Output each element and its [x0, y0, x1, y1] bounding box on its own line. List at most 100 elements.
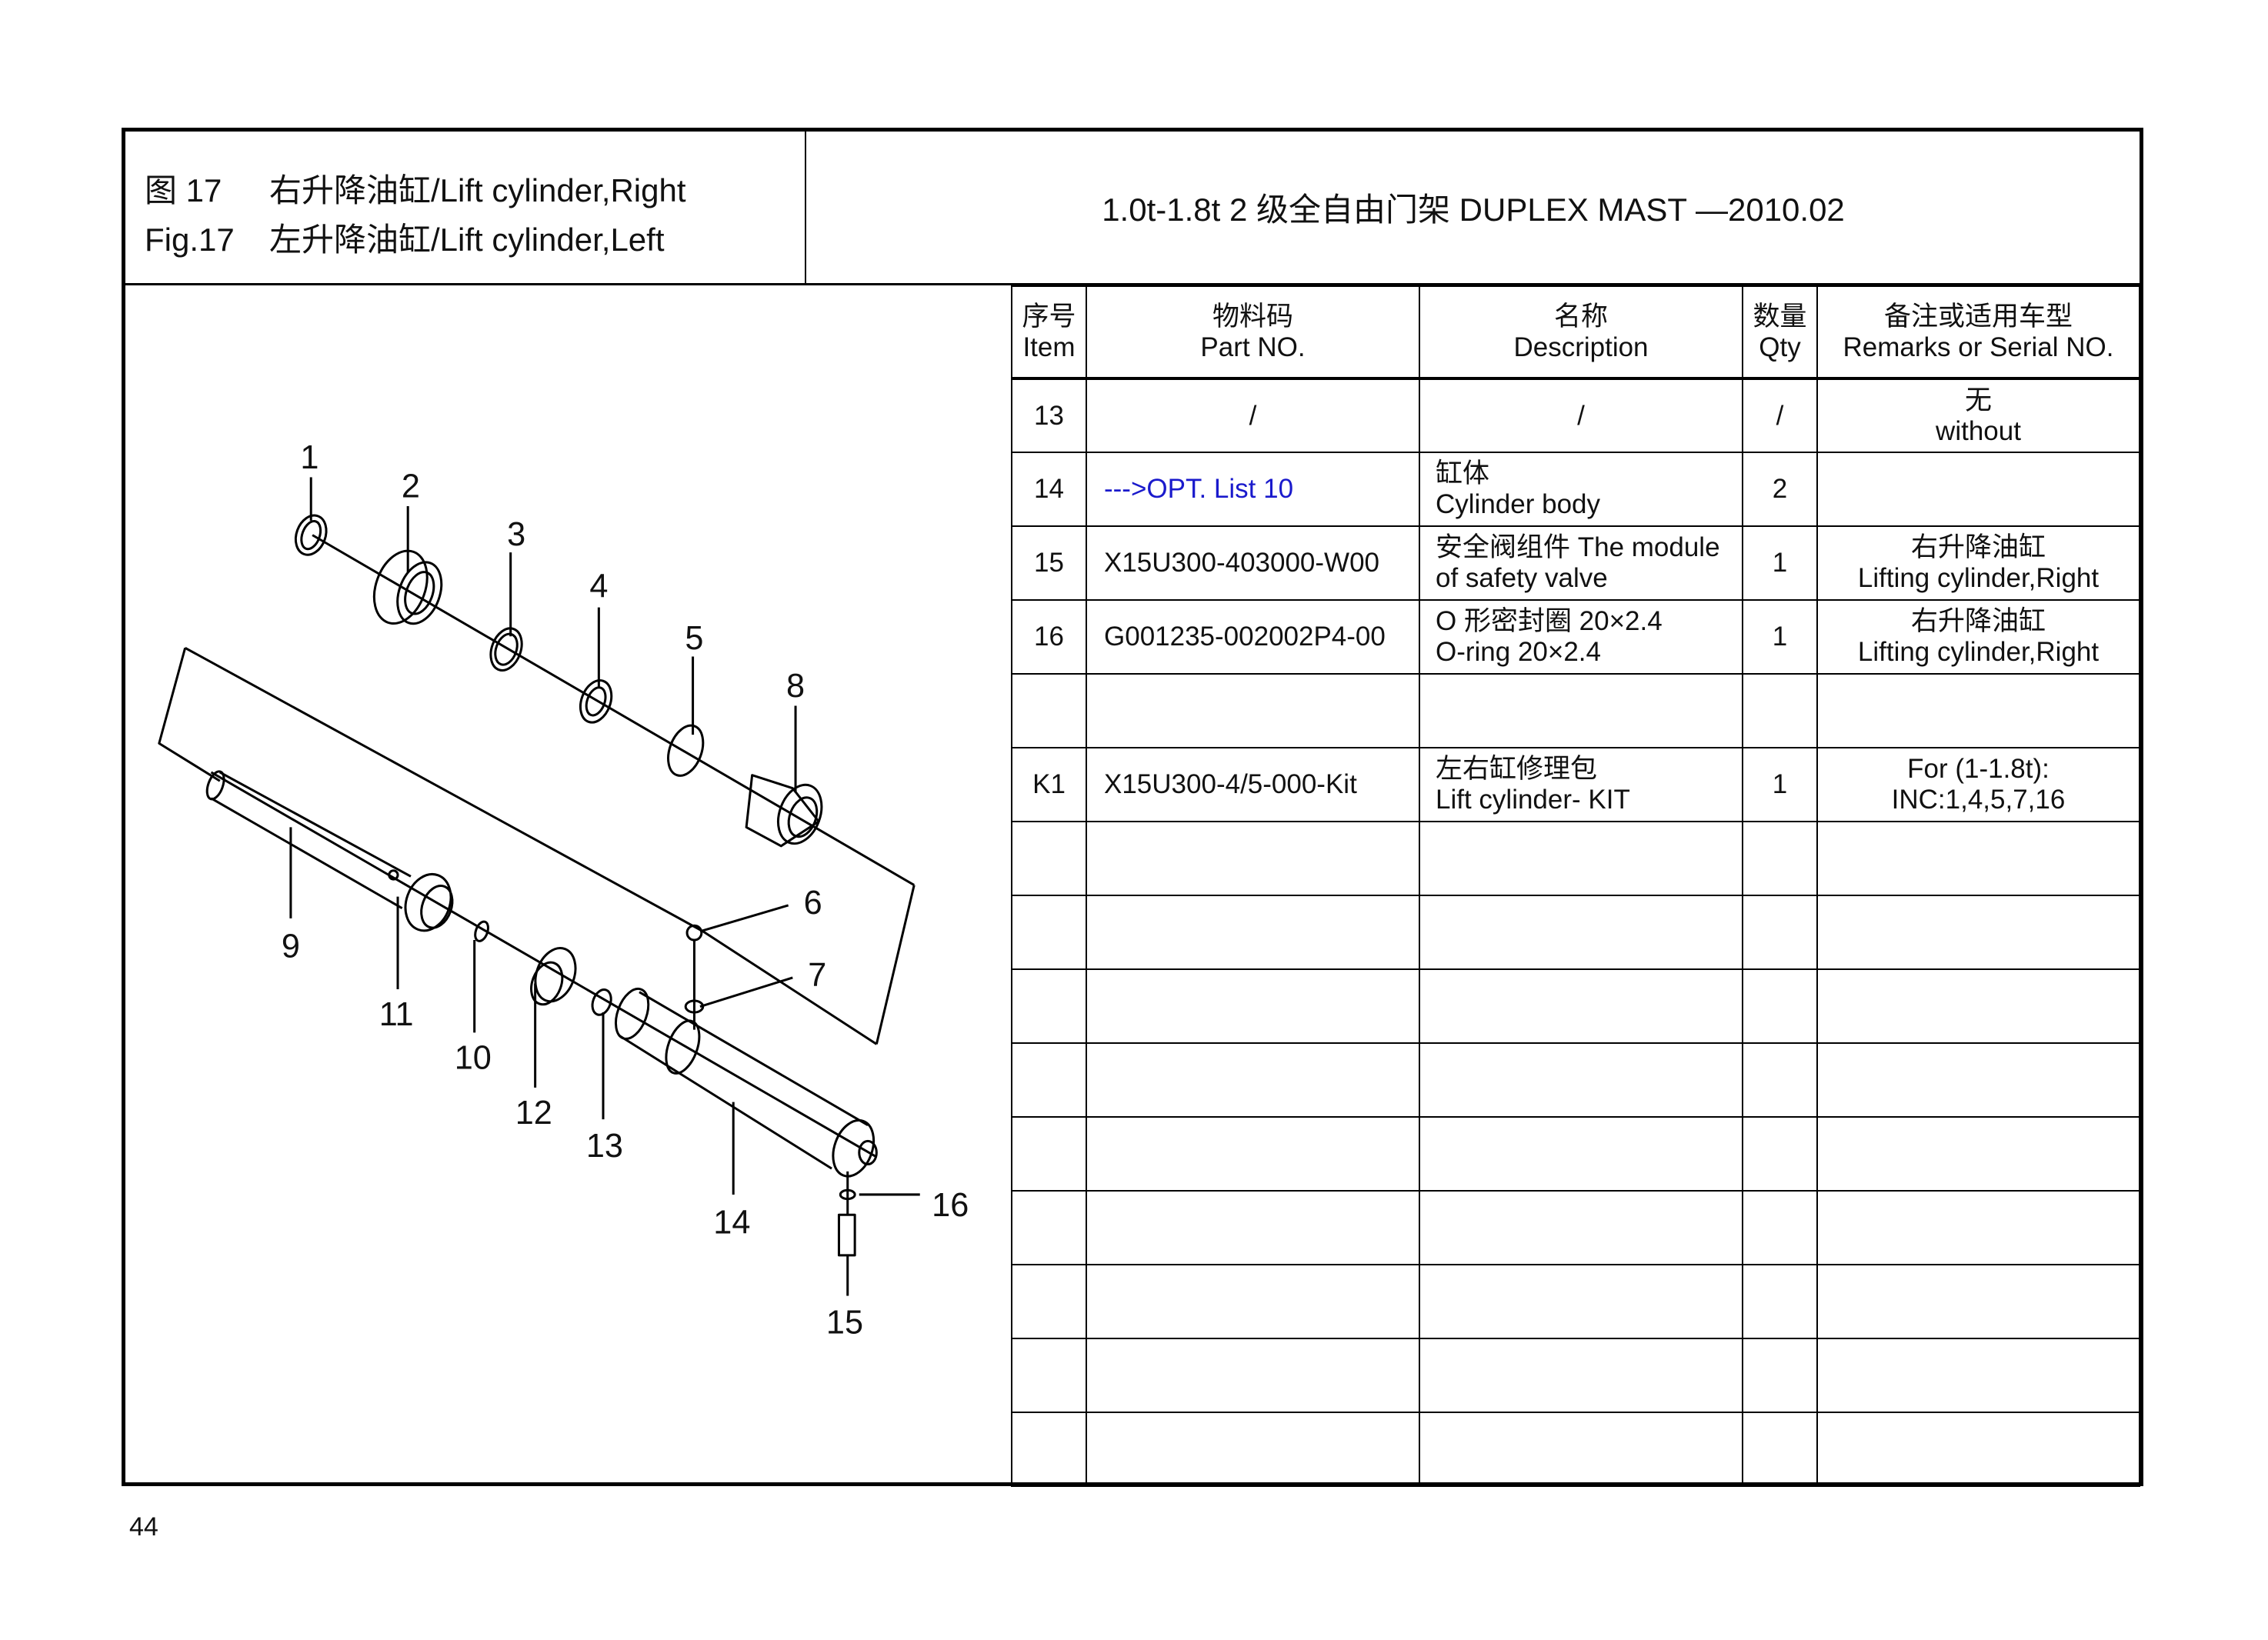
table-row: [1011, 821, 2140, 896]
part-no-cell: X15U300-403000-W00: [1086, 525, 1420, 601]
callout-4: 4: [589, 568, 608, 605]
qty-cell: [1742, 821, 1818, 896]
description-cell: [1419, 968, 1743, 1044]
qty-cell: 1: [1742, 747, 1818, 822]
figure-title-text: 左升降油缸/Lift cylinder,Left: [269, 222, 665, 258]
callout-10: 10: [455, 1039, 492, 1076]
table-row: [1011, 1042, 2140, 1118]
qty-cell: [1742, 1412, 1818, 1487]
item-cell: 16: [1011, 599, 1087, 675]
item-cell: [1011, 1338, 1087, 1413]
part-no-cell: [1086, 821, 1420, 896]
catalog-title: 1.0t-1.8t 2 级全自由门架 DUPLEX MAST —2010.02: [1102, 191, 1845, 228]
remarks-cell: [1816, 895, 2140, 970]
part-number: G001235-002002P4-00: [1104, 622, 1386, 652]
part-number: X15U300-4/5-000-Kit: [1104, 769, 1357, 799]
table-row: [1011, 1412, 2140, 1487]
callout-3: 3: [507, 516, 525, 553]
item-cell: [1011, 1116, 1087, 1192]
item-cell: [1011, 1264, 1087, 1339]
item-cell: K1: [1011, 747, 1087, 822]
part-no-cell: [1086, 1116, 1420, 1192]
part-no-cell: [1086, 673, 1420, 748]
figure-label: 图 17: [145, 172, 222, 208]
part-no-cell: G001235-002002P4-00: [1086, 599, 1420, 675]
remarks-cell: [1816, 1264, 2140, 1339]
table-row: [1011, 1264, 2140, 1339]
callout-14: 14: [713, 1205, 750, 1242]
description-cell: [1419, 673, 1743, 748]
description-cell: /: [1419, 378, 1743, 453]
table-row: [1011, 1338, 2140, 1413]
qty-cell: [1742, 1116, 1818, 1192]
qty-cell: 1: [1742, 525, 1818, 601]
item-cell: [1011, 968, 1087, 1044]
remarks-cell: [1816, 673, 2140, 748]
item-cell: [1011, 895, 1087, 970]
remarks-cell: [1816, 821, 2140, 896]
item-cell: [1011, 673, 1087, 748]
description-cell: [1419, 1116, 1743, 1192]
qty-cell: [1742, 1264, 1818, 1339]
qty-cell: /: [1742, 378, 1818, 453]
table-row: [1011, 1116, 2140, 1192]
callout-16: 16: [932, 1187, 969, 1224]
table-row: [1011, 1190, 2140, 1265]
description-cell: [1419, 1264, 1743, 1339]
qty-cell: 1: [1742, 599, 1818, 675]
part-no-cell: --->OPT. List 10: [1086, 452, 1420, 527]
callout-1: 1: [300, 439, 319, 476]
callout-12: 12: [515, 1095, 552, 1132]
qty-cell: [1742, 673, 1818, 748]
description-cell: [1419, 1042, 1743, 1118]
callout-13: 13: [586, 1128, 623, 1165]
figure-title-en: Fig.17 左升降油缸/Lift cylinder,Left: [145, 214, 665, 261]
item-cell: [1011, 1412, 1087, 1487]
qty-cell: [1742, 1042, 1818, 1118]
part-no-cell: [1086, 1190, 1420, 1265]
part-no-cell: [1086, 1412, 1420, 1487]
callout-8: 8: [786, 668, 805, 705]
item-cell: [1011, 1190, 1087, 1265]
table-row: [1011, 968, 2140, 1044]
part-no-cell: X15U300-4/5-000-Kit: [1086, 747, 1420, 822]
part-no-cell: [1086, 968, 1420, 1044]
opt-list-link[interactable]: --->OPT. List 10: [1104, 474, 1294, 504]
page-number: 44: [129, 1512, 158, 1542]
description-cell: [1419, 1190, 1743, 1265]
item-cell: [1011, 1042, 1087, 1118]
qty-cell: [1742, 1190, 1818, 1265]
part-no-cell: /: [1086, 378, 1420, 453]
qty-cell: [1742, 968, 1818, 1044]
header-divider: [122, 283, 2143, 285]
figure-label: Fig.17: [145, 222, 235, 258]
part-number: /: [1249, 400, 1257, 431]
table-row: [1011, 673, 2140, 748]
description-cell: [1419, 821, 1743, 896]
figure-title-box: [122, 128, 806, 285]
callout-9: 9: [282, 928, 300, 965]
remarks-cell: [1816, 1412, 2140, 1487]
item-cell: 14: [1011, 452, 1087, 527]
callout-11: 11: [379, 996, 414, 1033]
remarks-cell: [1816, 1338, 2140, 1413]
description-cell: [1419, 1338, 1743, 1413]
remarks-cell: [1816, 452, 2140, 527]
qty-cell: 2: [1742, 452, 1818, 527]
